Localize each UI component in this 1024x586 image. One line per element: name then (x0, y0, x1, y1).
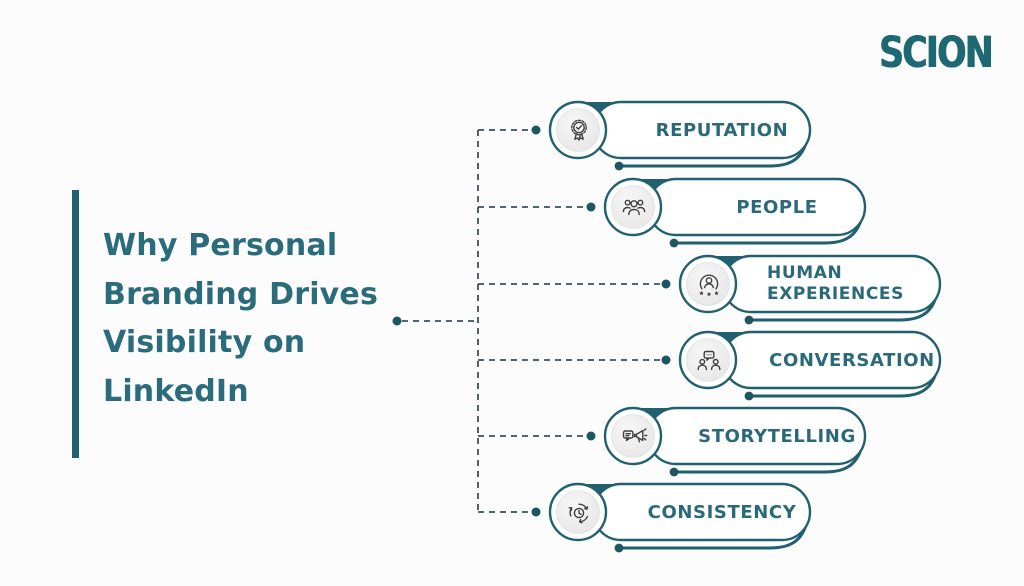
title-line-2: Branding Drives (103, 276, 379, 312)
title-accent-bar (72, 190, 79, 458)
branch-label: CONVERSATION (769, 349, 935, 371)
people-group-icon (622, 199, 646, 216)
branch-people: PEOPLE (600, 173, 872, 255)
person-stars-icon (699, 274, 719, 297)
branch-conversation: CONVERSATION (675, 326, 947, 408)
title-line-1: Why Personal (103, 228, 338, 263)
branch-pill-graphic (548, 482, 812, 553)
scion-logo: SCION (879, 28, 993, 78)
branch-human-experiences: HUMAN EXPERIENCES (675, 250, 947, 332)
branch-storytelling: STORYTELLING (600, 402, 872, 484)
branch-pill-graphic (678, 254, 942, 325)
megaphone-story-icon (622, 428, 648, 443)
branch-consistency: CONSISTENCY (545, 478, 817, 560)
branch-pill-graphic (603, 177, 867, 248)
award-badge-icon (571, 119, 587, 141)
branch-pill-graphic (678, 330, 942, 401)
branch-label: REPUTATION (655, 119, 789, 141)
chat-people-icon (697, 350, 721, 371)
branch-pill-graphic (548, 100, 812, 171)
page-title: Why Personal Branding Drives Visibility … (103, 222, 433, 416)
branch-label: CONSISTENCY (647, 501, 797, 523)
branch-label: PEOPLE (736, 196, 818, 218)
title-line-4: LinkedIn (103, 373, 249, 409)
branch-label: HUMAN EXPERIENCES (767, 263, 904, 304)
title-line-3: Visibility on (103, 325, 306, 360)
branch-label: STORYTELLING (698, 425, 856, 447)
cycle-clock-icon (568, 503, 589, 524)
branch-pill-graphic (603, 406, 867, 477)
branch-reputation: REPUTATION (545, 96, 817, 178)
